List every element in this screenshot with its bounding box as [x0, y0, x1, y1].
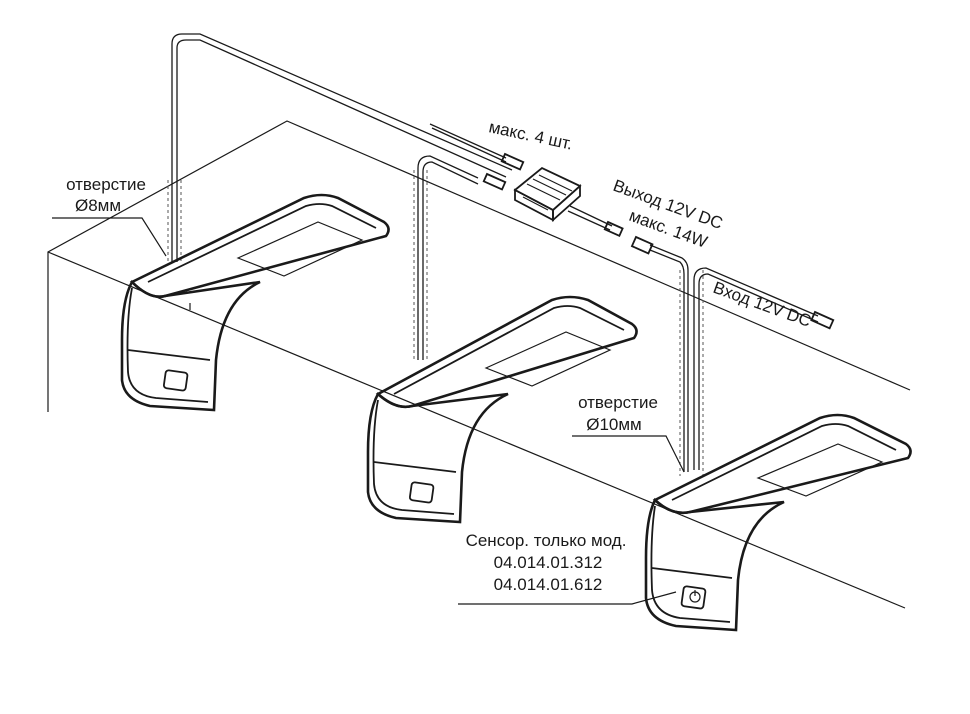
lamp2-cable [417, 155, 479, 360]
sensor-note-label: Сенсор. только мод. [466, 531, 627, 550]
leader-lines [52, 217, 685, 605]
lamp-2 [366, 295, 638, 524]
input-cable [693, 267, 835, 470]
lamp-3 [644, 413, 912, 632]
lamp1-cable [171, 33, 513, 262]
short-cables [429, 123, 525, 191]
sensor-button [680, 585, 707, 610]
hole-large-label-line2: Ø10мм [586, 415, 642, 434]
hole-large-label-line1: отверстие [578, 393, 658, 412]
model-number-2: 04.014.01.612 [494, 575, 603, 594]
lamp-1 [120, 193, 390, 412]
model-number-1: 04.014.01.312 [494, 553, 603, 572]
hole-small-label-line2: Ø8мм [75, 196, 121, 215]
drill-guides [167, 170, 704, 476]
output-cable [567, 205, 689, 472]
splitter-box [513, 166, 582, 223]
input-voltage-label: Вход 12V DC [711, 278, 814, 331]
max-count-label: макс. 4 шт. [487, 117, 574, 153]
hole-small-label-line1: отверстие [66, 175, 146, 194]
